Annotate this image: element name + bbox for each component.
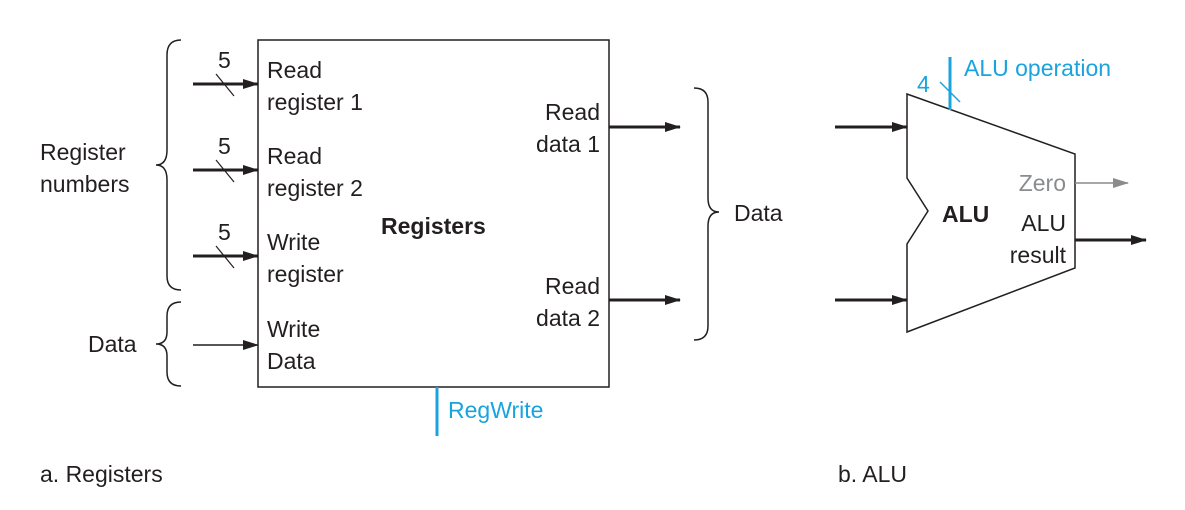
alu-block	[906, 92, 1076, 334]
alu-operation-label: ALU operation	[964, 55, 1111, 81]
register-numbers-label-line2: numbers	[40, 171, 129, 197]
write-register-label-line2: register	[267, 261, 344, 287]
register-numbers-label-line1: Register	[40, 139, 126, 165]
regwrite-label: RegWrite	[448, 397, 543, 423]
read-register-1-label-line2: register 1	[267, 89, 363, 115]
read-data-2-label-line1: Read	[545, 273, 600, 299]
alu-caption: b. ALU	[838, 461, 907, 487]
left-data-label: Data	[88, 331, 137, 357]
read-data-brace	[693, 87, 720, 341]
zero-label: Zero	[1019, 170, 1066, 196]
alu-block-title: ALU	[942, 201, 989, 227]
write-data-label-line1: Write	[267, 316, 320, 342]
bus-slash-3	[215, 245, 235, 269]
read-register-2-label-line1: Read	[267, 143, 322, 169]
register-numbers-brace	[155, 39, 182, 291]
read-register-1-label-line1: Read	[267, 57, 322, 83]
registers-block-title: Registers	[381, 213, 486, 239]
bus-width-label-2: 5	[218, 133, 231, 159]
bus-width-label-1: 5	[218, 47, 231, 73]
alu-result-label-line2: result	[1010, 242, 1067, 268]
register-file-block	[257, 39, 610, 388]
read-data-2-label-line2: data 2	[536, 305, 600, 331]
read-data-1-label-line2: data 1	[536, 131, 600, 157]
alu-result-label-line1: ALU	[1021, 210, 1066, 236]
alu-operation-bus-width: 4	[917, 71, 930, 97]
bus-slash-2	[215, 159, 235, 183]
right-data-label: Data	[734, 200, 783, 226]
read-data-1-label-line1: Read	[545, 99, 600, 125]
write-data-label-line2: Data	[267, 348, 316, 374]
bus-slash-1	[215, 73, 235, 97]
alu-operation-bus-slash	[939, 81, 961, 103]
read-register-2-label-line2: register 2	[267, 175, 363, 201]
write-data-brace	[155, 301, 182, 387]
bus-width-label-3: 5	[218, 219, 231, 245]
registers-caption: a. Registers	[40, 461, 163, 487]
write-register-label-line1: Write	[267, 229, 320, 255]
